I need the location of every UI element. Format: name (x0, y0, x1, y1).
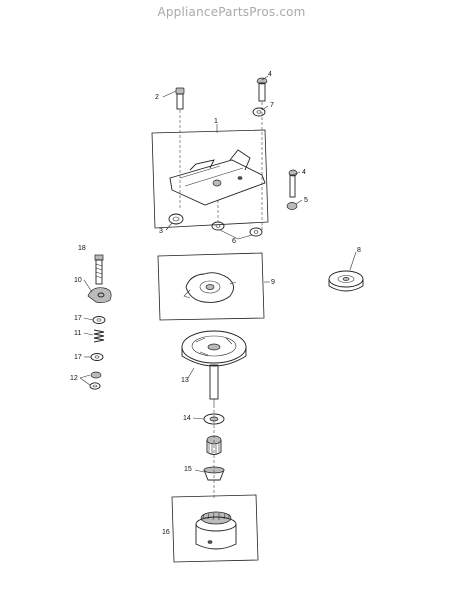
part-6-nut-left[interactable] (211, 200, 225, 231)
callout-6: 6 (232, 238, 236, 245)
part-3-nut[interactable] (168, 213, 184, 225)
part-11-spring[interactable] (93, 329, 105, 343)
callout-7: 7 (270, 102, 274, 109)
callout-18: 18 (78, 245, 86, 252)
part-9-cam[interactable] (183, 272, 237, 303)
callout-4-side: 4 (302, 169, 306, 176)
callout-3: 3 (159, 228, 163, 235)
part-2-pin[interactable] (175, 87, 185, 210)
watermark-text: AppliancePartsPros.com (157, 5, 306, 19)
leader-lines (79, 75, 357, 473)
callout-1: 1 (214, 118, 218, 125)
part-1-bracket-plate[interactable] (169, 149, 266, 206)
part-10-lever[interactable] (87, 287, 112, 304)
callout-17-bottom: 17 (74, 354, 82, 361)
callout-12: 12 (70, 375, 78, 382)
part-4-screw-top[interactable] (256, 77, 268, 230)
callout-2: 2 (155, 94, 159, 101)
part-17-washer-top[interactable] (92, 316, 106, 324)
part-18-bolt[interactable] (94, 254, 104, 285)
callout-14: 14 (183, 415, 191, 422)
part-6-nut-right[interactable] (249, 227, 263, 237)
part-8-bobbin[interactable] (328, 270, 364, 292)
callout-15: 15 (184, 466, 192, 473)
part-7-washer[interactable] (252, 107, 266, 117)
callout-17-top: 17 (74, 315, 82, 322)
part-16-gear-drum[interactable] (195, 511, 237, 550)
part-5-nut[interactable] (286, 202, 298, 210)
part-9-box (157, 252, 265, 321)
part-12-nuts[interactable] (89, 371, 102, 390)
callout-4-top: 4 (268, 71, 272, 78)
part-17-washer-bottom[interactable] (90, 353, 104, 361)
part-13-shuttle-race[interactable] (181, 330, 247, 405)
callout-13: 13 (181, 377, 189, 384)
part-4-screw-side[interactable] (288, 169, 298, 198)
callout-9: 9 (271, 279, 275, 286)
callout-8: 8 (357, 247, 361, 254)
part-15-bushing[interactable] (203, 466, 225, 481)
callout-16: 16 (162, 529, 170, 536)
callout-5: 5 (304, 197, 308, 204)
callout-10: 10 (74, 277, 82, 284)
part-16-box (171, 494, 259, 563)
callout-11: 11 (74, 330, 81, 337)
part-1-bracket-box (151, 129, 269, 229)
